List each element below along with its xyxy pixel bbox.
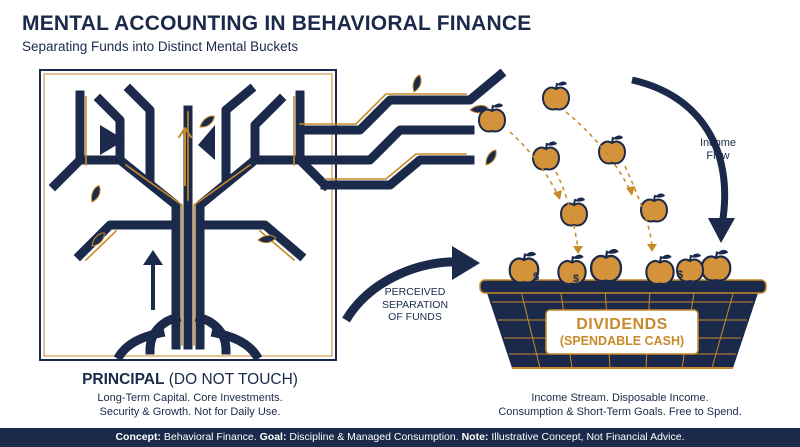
dividends-subtitle: (SPENDABLE CASH) — [559, 334, 685, 348]
page-subtitle: Separating Funds into Distinct Mental Bu… — [22, 39, 299, 54]
page-title: MENTAL ACCOUNTING IN BEHAVIORAL FINANCE — [22, 12, 532, 35]
separation-line2: SEPARATION — [381, 298, 449, 311]
principal-title: PRINCIPAL (DO NOT TOUCH) — [40, 371, 340, 389]
dividends-desc-line2: Consumption & Short-Term Goals. Free to … — [498, 405, 742, 418]
footer-note-label: Note: — [461, 431, 489, 443]
principal-desc-line2: Security & Growth. Not for Daily Use. — [99, 405, 281, 418]
dividends-title: DIVIDENDS — [576, 316, 668, 333]
separation-line1: PERCEIVED — [384, 286, 446, 298]
principal-qualifier: (DO NOT TOUCH) — [168, 371, 298, 388]
separation-label: PERCEIVED SEPARATION OF FUNDS — [360, 286, 470, 324]
income-flow-arrow-icon — [631, 76, 735, 243]
income-flow-line2: Flow — [706, 150, 730, 162]
footer-goal-value: Discipline & Managed Consumption. — [289, 431, 459, 443]
money-bags — [508, 247, 732, 286]
dividends-desc-line1: Income Stream. Disposable Income. — [531, 392, 709, 404]
principal-desc-line1: Long-Term Capital. Core Investments. — [97, 392, 283, 404]
principal-description: Long-Term Capital. Core Investments. Sec… — [40, 392, 340, 419]
footer-concept-value: Behavioral Finance. — [163, 431, 257, 443]
tree-icon — [48, 68, 507, 362]
footer-goal-label: Goal: — [259, 431, 287, 443]
separation-arrow-icon — [342, 246, 480, 323]
dividends-description: Income Stream. Disposable Income. Consum… — [470, 392, 770, 419]
dollar-icon: $ — [573, 273, 579, 285]
dividends-label-box — [545, 309, 699, 355]
footer-note-value: Illustrative Concept, Not Financial Advi… — [491, 431, 685, 443]
separation-line3: OF FUNDS — [388, 311, 442, 323]
income-flow-line1: Income — [699, 137, 737, 149]
apples — [478, 80, 668, 227]
growth-arrow-icon — [143, 250, 163, 310]
income-flow-label: Income Flow — [688, 137, 748, 163]
footer-concept-label: Concept: — [115, 431, 161, 443]
dollar-icon: $ — [533, 271, 539, 283]
principal-label: PRINCIPAL — [82, 371, 165, 388]
dividend-basket-icon — [479, 279, 767, 369]
tree-frame — [39, 69, 337, 361]
footer-bar: Concept: Behavioral Finance. Goal: Disci… — [0, 428, 800, 447]
falling-paths — [509, 111, 653, 249]
dollar-icon: $ — [677, 269, 683, 281]
